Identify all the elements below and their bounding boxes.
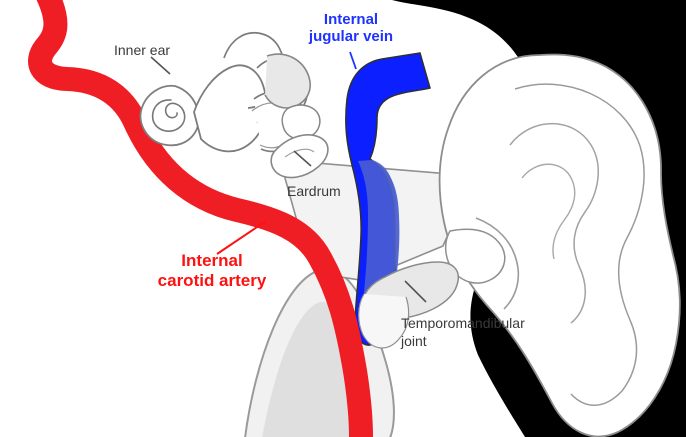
temporomandibular-joint-label-line-2: joint [401, 333, 525, 351]
internal-jugular-vein-label-line-1: Internal [307, 11, 395, 28]
temporomandibular-joint-label: Temporomandibular joint [401, 315, 525, 351]
inner-ear-label: Inner ear [114, 42, 170, 58]
cochlea-outer-shape [141, 86, 199, 146]
internal-carotid-artery-label-line-2: carotid artery [154, 271, 270, 291]
internal-carotid-artery-label-line-1: Internal [154, 251, 270, 271]
temporomandibular-joint-label-line-1: Temporomandibular [401, 315, 525, 333]
ossicle-middle-shape [282, 105, 320, 139]
internal-jugular-vein-label: Internal jugular vein [307, 11, 395, 46]
internal-jugular-vein-label-line-2: jugular vein [307, 28, 395, 45]
eardrum-label: Eardrum [287, 183, 341, 199]
internal-carotid-artery-label: Internal carotid artery [154, 251, 270, 290]
